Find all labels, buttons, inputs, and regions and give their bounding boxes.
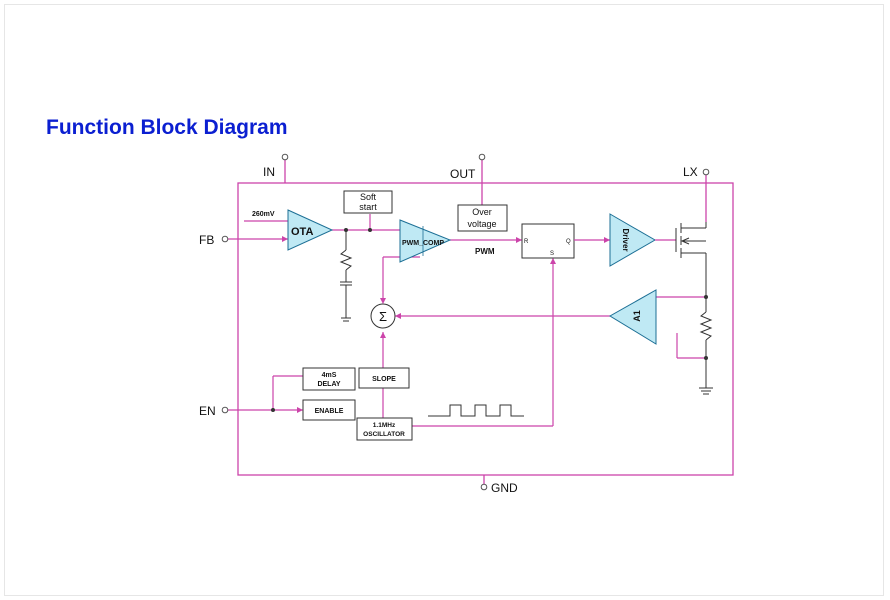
junction-fb [344, 228, 348, 232]
summing-node: Σ [370, 303, 396, 329]
slope-label: SLOPE [372, 376, 396, 383]
junction-sense-top [704, 295, 708, 299]
junction-sense-bottom [704, 356, 708, 360]
soft-start-label-1: Soft [360, 192, 377, 202]
oscillator-label-2: OSCILLATOR [363, 431, 405, 438]
a1-amplifier: A1 [609, 289, 657, 345]
driver-label: Driver [621, 228, 630, 251]
pin-fb-terminal [221, 235, 229, 243]
latch-q-label: Q [566, 239, 571, 245]
oscillator-block: 1.1MHz OSCILLATOR [356, 417, 413, 441]
power-mosfet [675, 222, 707, 297]
arrow-heads [282, 236, 610, 413]
chip-outline [237, 182, 734, 476]
pin-en-terminal [221, 406, 229, 414]
latch-r-label: R [524, 239, 529, 245]
soft-start-label-2: start [359, 202, 377, 212]
slope-block: SLOPE [358, 367, 410, 389]
ota-amplifier: OTA [287, 209, 334, 251]
rs-latch: R S Q [521, 223, 575, 259]
pwm-comparator: PWM_COMP [399, 219, 452, 263]
oscillator-label-1: 1.1MHz [373, 422, 396, 429]
pin-terminals [221, 153, 710, 491]
delay-label-1: 4mS [322, 372, 337, 379]
sense-resistor [699, 297, 713, 395]
over-voltage-label-2: voltage [467, 219, 496, 229]
latch-s-label: S [550, 251, 554, 257]
signal-wires [244, 214, 706, 427]
a1-label: A1 [632, 310, 642, 322]
pin-wires [227, 160, 707, 484]
delay-label-2: DELAY [317, 381, 340, 388]
junction-softstart [368, 228, 372, 232]
sum-label: Σ [379, 309, 387, 324]
pin-in-label: IN [263, 165, 275, 179]
soft-start-block: Soft start [343, 190, 393, 214]
delay-block: 4mS DELAY [302, 367, 356, 391]
pin-en-label: EN [199, 404, 216, 418]
enable-label: ENABLE [315, 408, 344, 415]
pwm-label: PWM [475, 247, 495, 256]
clock-waveform [428, 404, 524, 417]
reference-label: 260mV [252, 211, 275, 218]
pin-out-terminal [478, 153, 486, 161]
pin-fb-label: FB [199, 233, 214, 247]
pwm-comp-label: PWM_COMP [402, 240, 444, 247]
pin-out-label: OUT [450, 167, 476, 181]
pin-lx-terminal [702, 168, 710, 176]
driver-block: Driver [609, 213, 656, 267]
enable-block: ENABLE [302, 399, 356, 421]
over-voltage-block: Over voltage [457, 204, 508, 232]
ota-label: OTA [291, 226, 313, 238]
fb-rc-network [339, 230, 353, 322]
page-frame [4, 4, 884, 596]
page-title: Function Block Diagram [46, 116, 288, 139]
over-voltage-label-1: Over [472, 207, 492, 217]
pin-gnd-label: GND [491, 481, 518, 495]
pin-lx-label: LX [683, 165, 698, 179]
pin-in-terminal [281, 153, 289, 161]
junction-en [271, 408, 275, 412]
pin-gnd-terminal [480, 483, 488, 491]
